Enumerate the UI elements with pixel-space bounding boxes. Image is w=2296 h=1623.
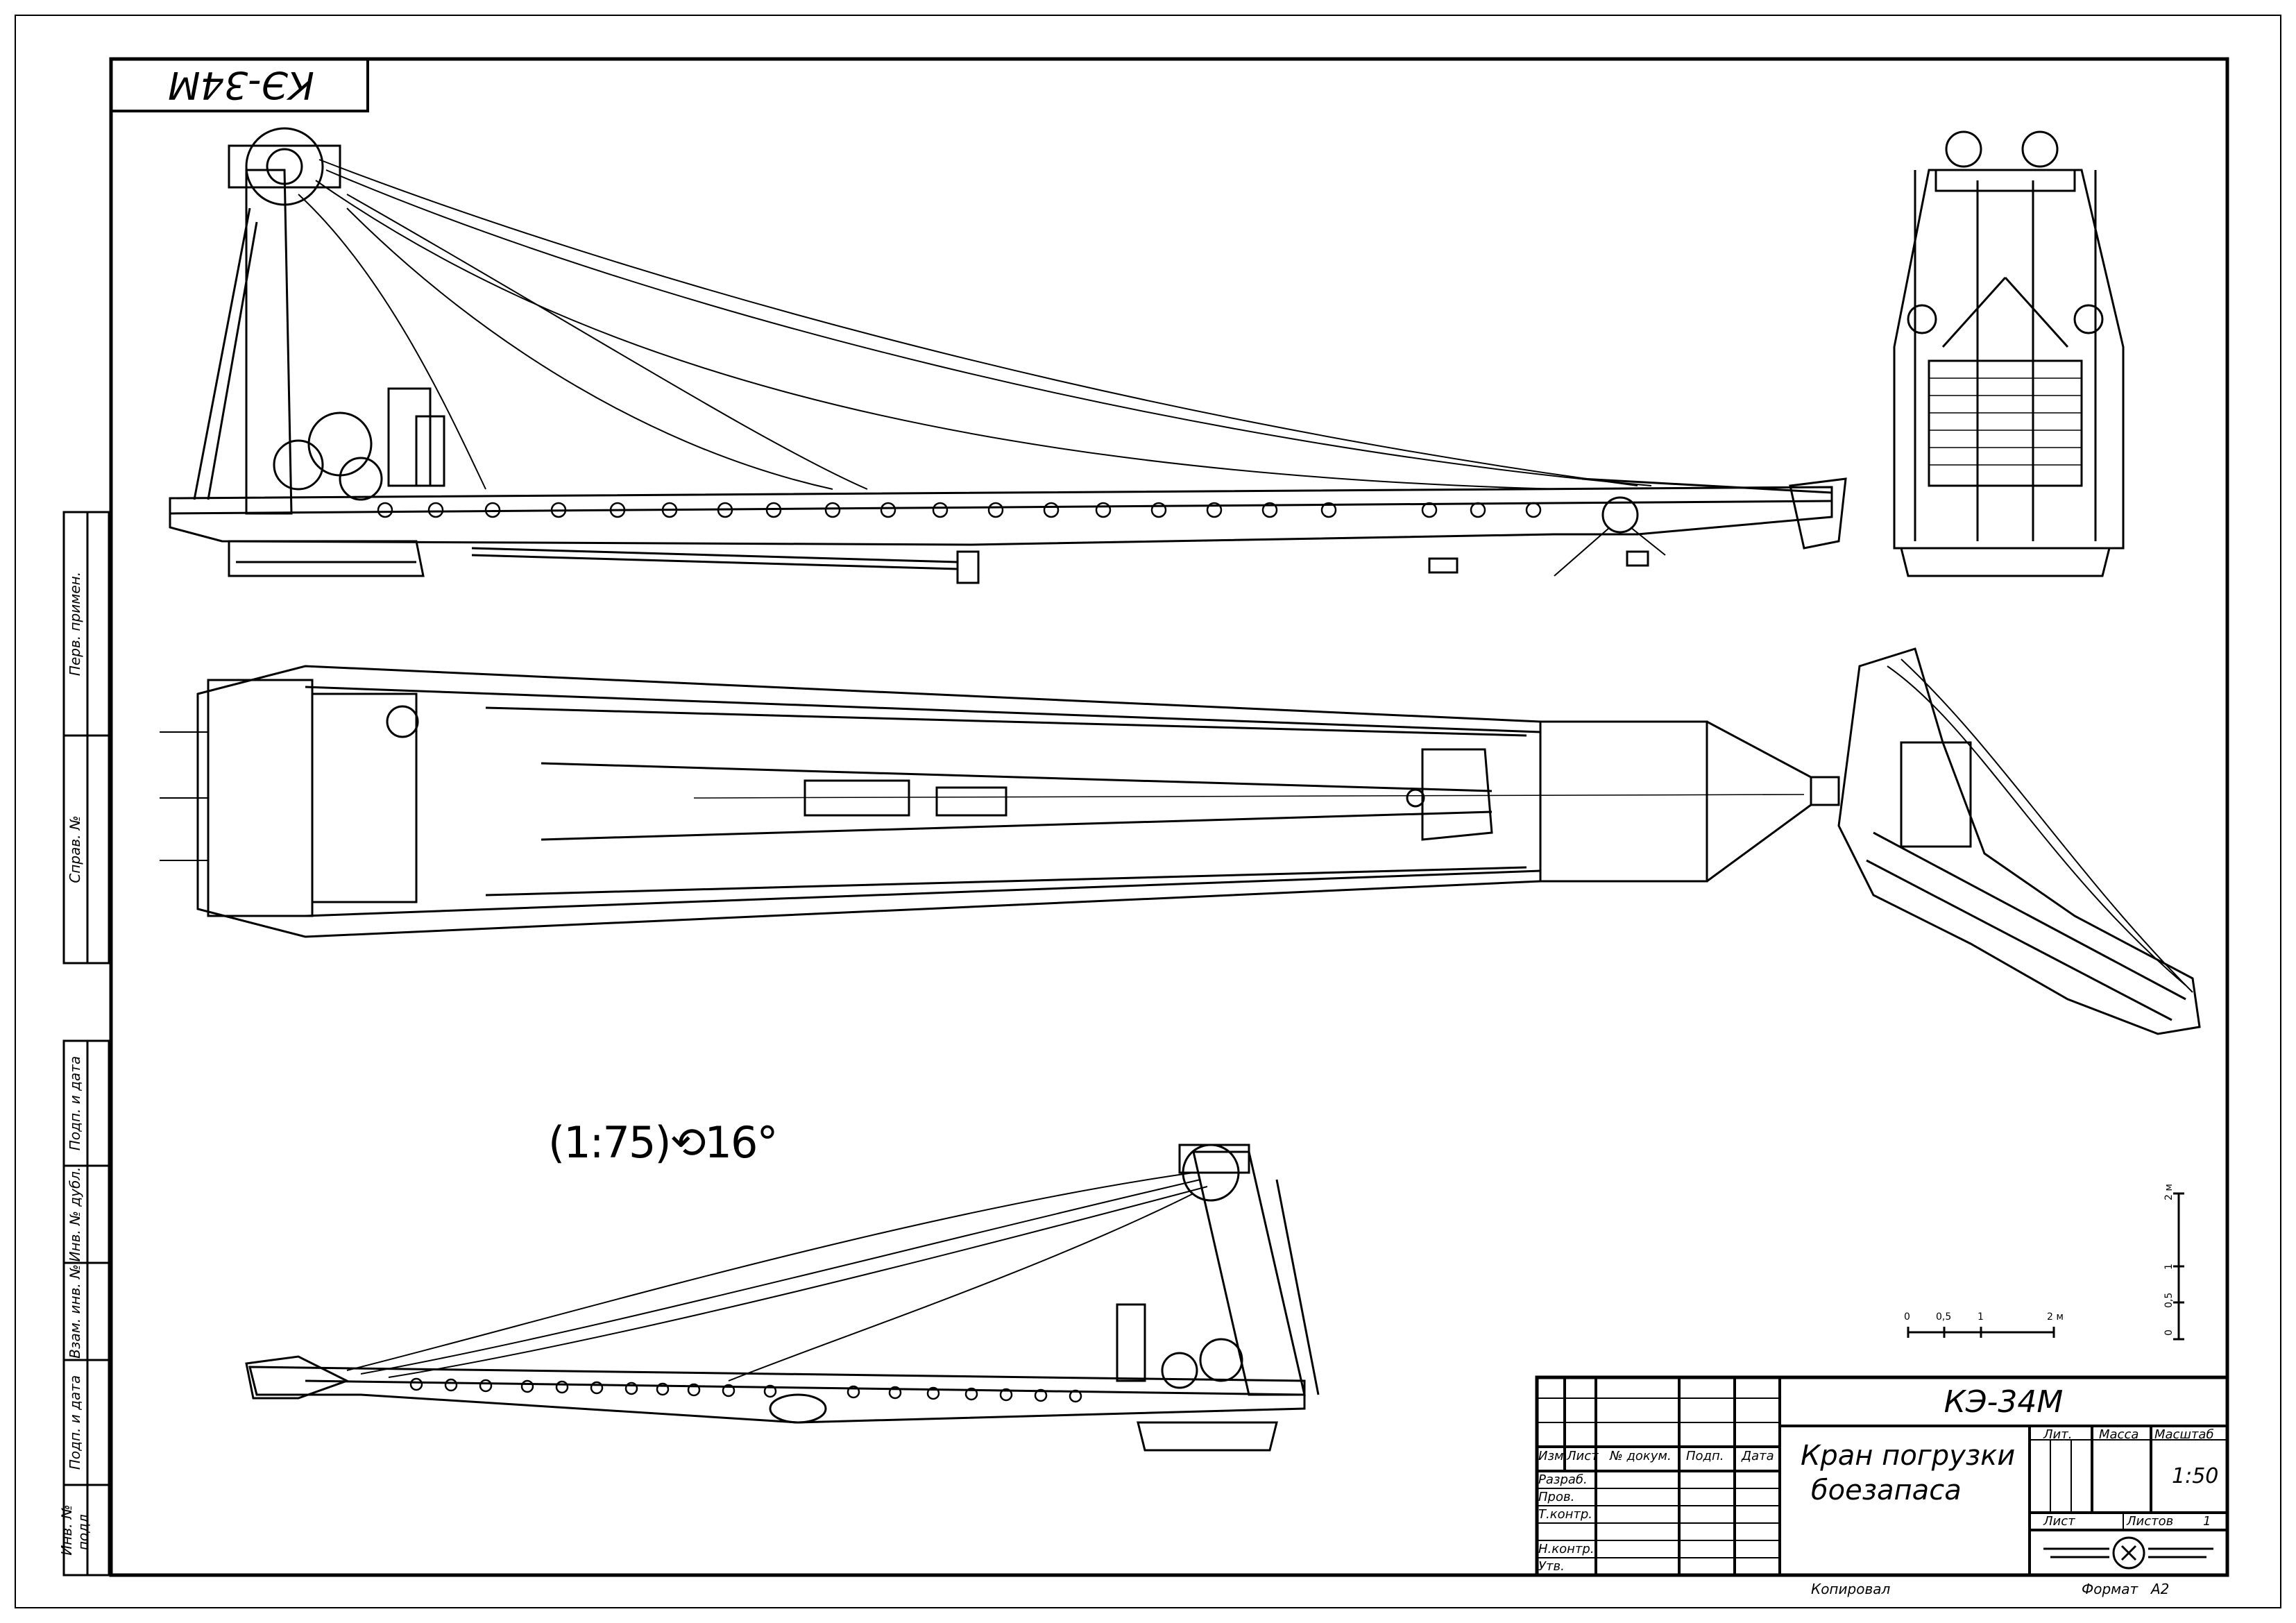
corner-stamp-text: КЭ-34М	[168, 63, 314, 108]
scale-bar-h-tick: 2 м	[2047, 1311, 2064, 1323]
col-header-sheet: Лист	[1567, 1449, 1599, 1463]
title-block	[1535, 1375, 2229, 1577]
scale-bar-v-tick: 1	[2163, 1264, 2175, 1270]
sheet-outer-border	[15, 15, 2281, 1608]
sheet-main-frame	[109, 57, 2229, 1577]
isometric-view	[1837, 647, 2201, 1035]
scale-bar-vertical	[2173, 1192, 2184, 1341]
drawing-name-line1: Кран погрузки	[1801, 1440, 2016, 1472]
margin-label-first-use: Перв. примен.	[67, 571, 83, 677]
mass-label: Масса	[2099, 1427, 2139, 1442]
rotated-view	[245, 1144, 1320, 1452]
organization-emblem-icon	[2043, 1536, 2213, 1570]
margin-label-original-number: Инв. № подл.	[58, 1504, 92, 1556]
row-label-tech-control: Т.контр.	[1538, 1507, 1593, 1522]
front-view	[1893, 130, 2125, 577]
sheets-value: 1	[2203, 1514, 2211, 1529]
margin-label-signature-date-2: Подп. и дата	[67, 1375, 83, 1470]
scale-value: 1:50	[2172, 1464, 2219, 1488]
sheet-label: Лист	[2043, 1514, 2075, 1529]
format-label: Формат	[2082, 1581, 2138, 1597]
margin-label-duplicate-number: Инв. № дубл.	[67, 1166, 83, 1262]
col-header-change: Изм.	[1538, 1449, 1568, 1463]
copied-label: Копировал	[1811, 1581, 1891, 1597]
scale-bar-h-tick: 0	[1904, 1311, 1910, 1323]
corner-stamp-box	[110, 58, 369, 112]
drawing-name-line2: боезапаса	[1811, 1475, 1962, 1506]
sheets-label: Листов	[2127, 1514, 2174, 1529]
designation-text: КЭ-34М	[1944, 1384, 2064, 1420]
margin-label-reference-number: Справ. №	[67, 815, 83, 883]
row-label-developer: Разраб.	[1538, 1472, 1588, 1487]
row-label-norm-control: Н.контр.	[1538, 1542, 1595, 1556]
scale-bar-v-tick: 0,5	[2163, 1292, 2175, 1308]
scale-bar-h-tick: 0,5	[1936, 1311, 1952, 1323]
side-view	[169, 127, 1847, 584]
view-scale-annotation: (1:75)⟲16°	[548, 1117, 778, 1168]
col-header-document: № докум.	[1610, 1449, 1672, 1463]
scale-bar-h-tick: 1	[1978, 1311, 1984, 1323]
format-value: A2	[2151, 1581, 2170, 1597]
scale-label: Масштаб	[2154, 1427, 2214, 1442]
plan-view	[160, 665, 1840, 938]
scale-bar-v-tick: 0	[2163, 1329, 2175, 1336]
col-header-date: Дата	[1742, 1449, 1774, 1463]
lit-label: Лит.	[2043, 1427, 2073, 1442]
col-header-signature: Подп.	[1686, 1449, 1724, 1463]
scale-bar-v-tick: 2 м	[2163, 1184, 2175, 1200]
row-label-checked: Пров.	[1538, 1490, 1575, 1504]
row-label-approved: Утв.	[1538, 1559, 1565, 1574]
margin-label-replaced-number: Взам. инв. №	[67, 1264, 83, 1359]
scale-bar-horizontal	[1907, 1327, 2055, 1338]
margin-label-signature-date-1: Подп. и дата	[67, 1055, 83, 1151]
left-margin-boxes	[62, 511, 110, 1577]
